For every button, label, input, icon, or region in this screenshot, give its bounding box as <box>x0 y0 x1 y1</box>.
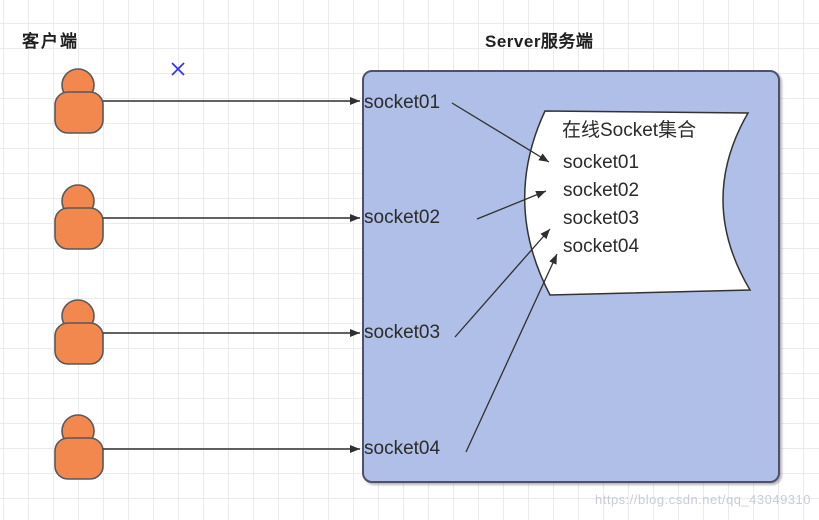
collection-socket-item-3[interactable]: socket03 <box>563 208 640 229</box>
collection-arrow[interactable] <box>451 102 550 163</box>
server-socket-label-4[interactable]: socket04 <box>364 438 441 459</box>
person-icon[interactable] <box>54 68 104 134</box>
server-socket-label-2[interactable]: socket02 <box>364 207 441 228</box>
server-socket-label-1[interactable]: socket01 <box>364 92 441 113</box>
collection-title: 在线Socket集合 <box>562 120 697 141</box>
person-icon[interactable] <box>54 184 104 250</box>
collection-socket-item-2[interactable]: socket02 <box>563 180 640 201</box>
collection-arrow[interactable] <box>465 253 558 453</box>
socket-collection-shape[interactable] <box>523 110 752 296</box>
watermark-text: https://blog.csdn.net/qq_43049310 <box>595 492 811 507</box>
person-icon[interactable] <box>54 299 104 365</box>
server-socket-label-3[interactable]: socket03 <box>364 322 441 343</box>
server-section-title: Server服务端 <box>485 32 594 51</box>
collection-arrow[interactable] <box>476 190 547 220</box>
client-section-title: 客户端 <box>22 32 79 51</box>
x-marker-icon[interactable] <box>171 62 185 76</box>
collection-socket-item-4[interactable]: socket04 <box>563 236 640 257</box>
person-icon[interactable] <box>54 414 104 480</box>
collection-socket-item-1[interactable]: socket01 <box>563 152 640 173</box>
collection-arrow[interactable] <box>454 228 551 338</box>
